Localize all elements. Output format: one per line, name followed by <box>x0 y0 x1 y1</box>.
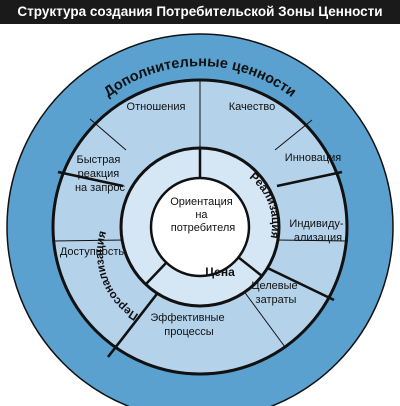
segment-individualization: Индивиду- ализация <box>289 218 346 244</box>
segment-dividers <box>52 80 349 348</box>
page-title: Структура создания Потребительской Зоны … <box>0 0 400 24</box>
value-zone-diagram: Дополнительные ценности Персонализация Р… <box>6 33 394 406</box>
segment-relations: Отношения <box>127 101 186 113</box>
segment-fast-response: Быстрая реакция на запрос <box>75 154 126 194</box>
center-label: Ориентация на потребителя <box>170 196 236 234</box>
segment-efficient-processes: Эффективные процессы <box>150 312 227 338</box>
inner-dividers <box>145 148 263 285</box>
segment-target-costs: Целевые затраты <box>251 280 300 306</box>
segment-innovation: Инновация <box>285 152 341 164</box>
segment-accessibility: Доступность <box>60 246 125 258</box>
inner-label-bottom: Цена <box>205 265 235 279</box>
segment-quality: Качество <box>229 101 276 113</box>
